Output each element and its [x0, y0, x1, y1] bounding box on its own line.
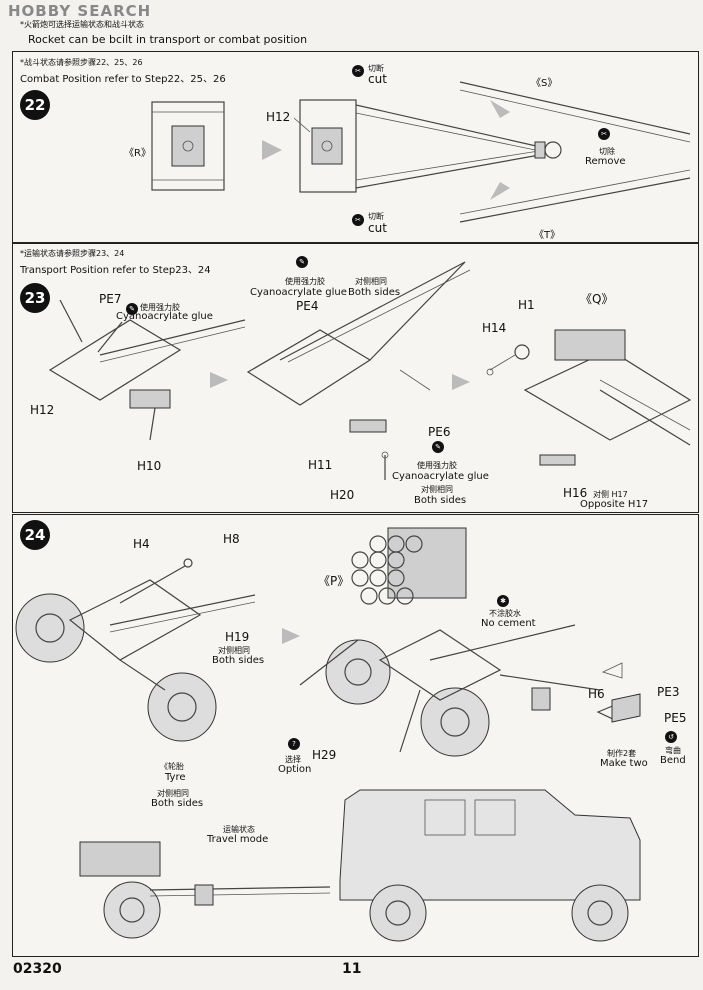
h8-label: H8 — [223, 532, 240, 546]
h29-label: H29 — [312, 748, 337, 762]
cut-icon: ✂ — [352, 214, 364, 226]
tyre-both-en: Both sides — [151, 798, 204, 809]
step22-note-en: Combat Position refer to Step22、25、26 — [20, 74, 226, 85]
pe6-label: PE6 — [428, 425, 451, 439]
step22-remove-en: Remove — [585, 156, 626, 167]
part-t-label: 《T》 — [534, 230, 561, 241]
bend-cn: 弯曲 — [665, 746, 681, 755]
header-note-cn: *火箭炮可选择运输状态和战斗状态 — [20, 20, 144, 29]
pe3-label: PE3 — [657, 685, 680, 699]
no-cement-icon: ✱ — [497, 595, 509, 607]
h20-label: H20 — [330, 488, 355, 502]
pe4-label: PE4 — [296, 299, 319, 313]
h11-label: H11 — [308, 458, 333, 472]
glue-icon: ✎ — [126, 303, 138, 315]
glue-icon: ✎ — [296, 256, 308, 268]
both2-en: Both sides — [414, 495, 467, 506]
both1-en: Both sides — [348, 287, 401, 298]
h14-label: H14 — [482, 321, 507, 335]
h16-opposite-cn: 对侧 H17 — [593, 490, 628, 499]
option-icon: ? — [288, 738, 300, 750]
glue3-en: Cyanoacrylate glue — [392, 471, 489, 482]
h16-label: H16 — [563, 486, 588, 500]
h16-opposite-en: Opposite H17 — [580, 499, 649, 510]
step22-cut2-en: cut — [368, 221, 387, 235]
step-22-badge: 22 — [20, 90, 50, 120]
glue1-en: Cyanoacrylate glue — [116, 311, 213, 322]
h19-label: H19 — [225, 630, 250, 644]
travel-en: Travel mode — [207, 834, 269, 845]
option-cn: 选择 — [285, 755, 301, 764]
glue-icon: ✎ — [432, 441, 444, 453]
part-s-label: 《S》 — [531, 78, 558, 89]
step22-cut2-cn: 切断 — [368, 212, 384, 221]
tyre-both-cn: 对侧相同 — [157, 789, 189, 798]
tyre-en: Tyre — [165, 772, 186, 783]
step23-note-cn: *运输状态请参照步骤23、24 — [20, 249, 125, 258]
nocement-en: No cement — [481, 618, 536, 629]
glue1-cn: 使用强力胶 — [140, 303, 180, 312]
pe7-label: PE7 — [99, 292, 122, 306]
option-en: Option — [278, 764, 312, 775]
part-q-label: 《Q》 — [580, 292, 614, 306]
bend-icon: ↺ — [665, 731, 677, 743]
step-23-badge: 23 — [20, 283, 50, 313]
h1-label: H1 — [518, 298, 535, 312]
step22-h12-label: H12 — [266, 110, 291, 124]
cut-icon: ✂ — [352, 65, 364, 77]
h12-label: H12 — [30, 403, 55, 417]
step23-panel — [12, 243, 699, 513]
h19-both-en: Both sides — [212, 655, 265, 666]
nocement-cn: 不涂胶水 — [489, 609, 521, 618]
step22-cut1-en: cut — [368, 72, 387, 86]
header-note-en: Rocket can be bcilt in transport or comb… — [28, 33, 308, 46]
glue2-cn: 使用强力胶 — [285, 277, 325, 286]
watermark-logo: HOBBY SEARCH — [8, 2, 152, 20]
maketwo-cn: 制作2套 — [607, 749, 637, 758]
both2-cn: 对侧相同 — [421, 485, 453, 494]
page-number: 11 — [342, 961, 362, 977]
step23-note-en: Transport Position refer to Step23、24 — [20, 265, 211, 276]
h4-label: H4 — [133, 537, 150, 551]
h6-label: H6 — [588, 687, 605, 701]
step22-remove-cn: 切除 — [599, 147, 615, 156]
maketwo-en: Make two — [600, 758, 648, 769]
both1-cn: 对侧相同 — [355, 277, 387, 286]
step-24-badge: 24 — [20, 520, 50, 550]
part-r-label: 《R》 — [124, 148, 151, 159]
remove-icon: ✂ — [598, 128, 610, 140]
h19-both-cn: 对侧相同 — [218, 646, 250, 655]
tyre-cn: 《轮胎 — [160, 762, 184, 771]
bend-en: Bend — [660, 755, 686, 766]
part-p-label: 《P》 — [318, 574, 350, 588]
pe5-label: PE5 — [664, 711, 687, 725]
kit-code: 02320 — [13, 961, 62, 977]
step22-note-cn: *战斗状态请参照步骤22、25、26 — [20, 58, 143, 67]
step22-cut1-cn: 切断 — [368, 64, 384, 73]
h10-label: H10 — [137, 459, 162, 473]
travel-cn: 运输状态 — [223, 825, 255, 834]
glue3-cn: 使用强力胶 — [417, 461, 457, 470]
glue2-en: Cyanoacrylate glue — [250, 287, 347, 298]
